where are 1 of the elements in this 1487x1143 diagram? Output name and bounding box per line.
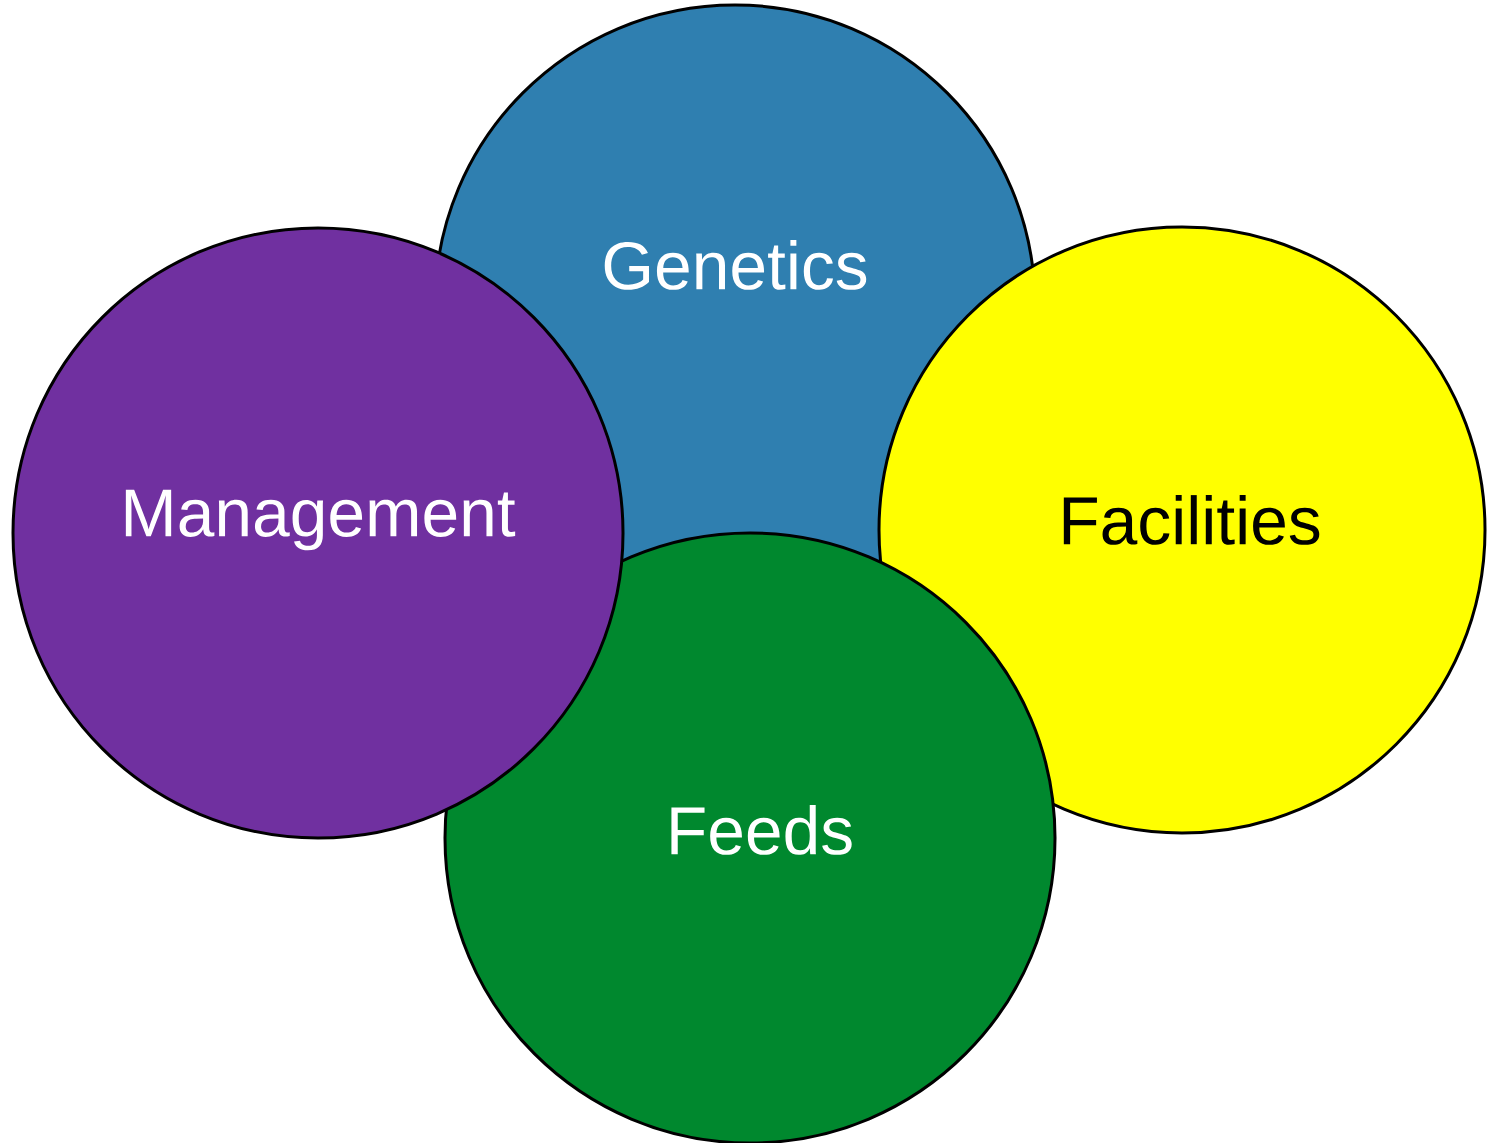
circle-node: Facilities <box>877 225 1487 835</box>
